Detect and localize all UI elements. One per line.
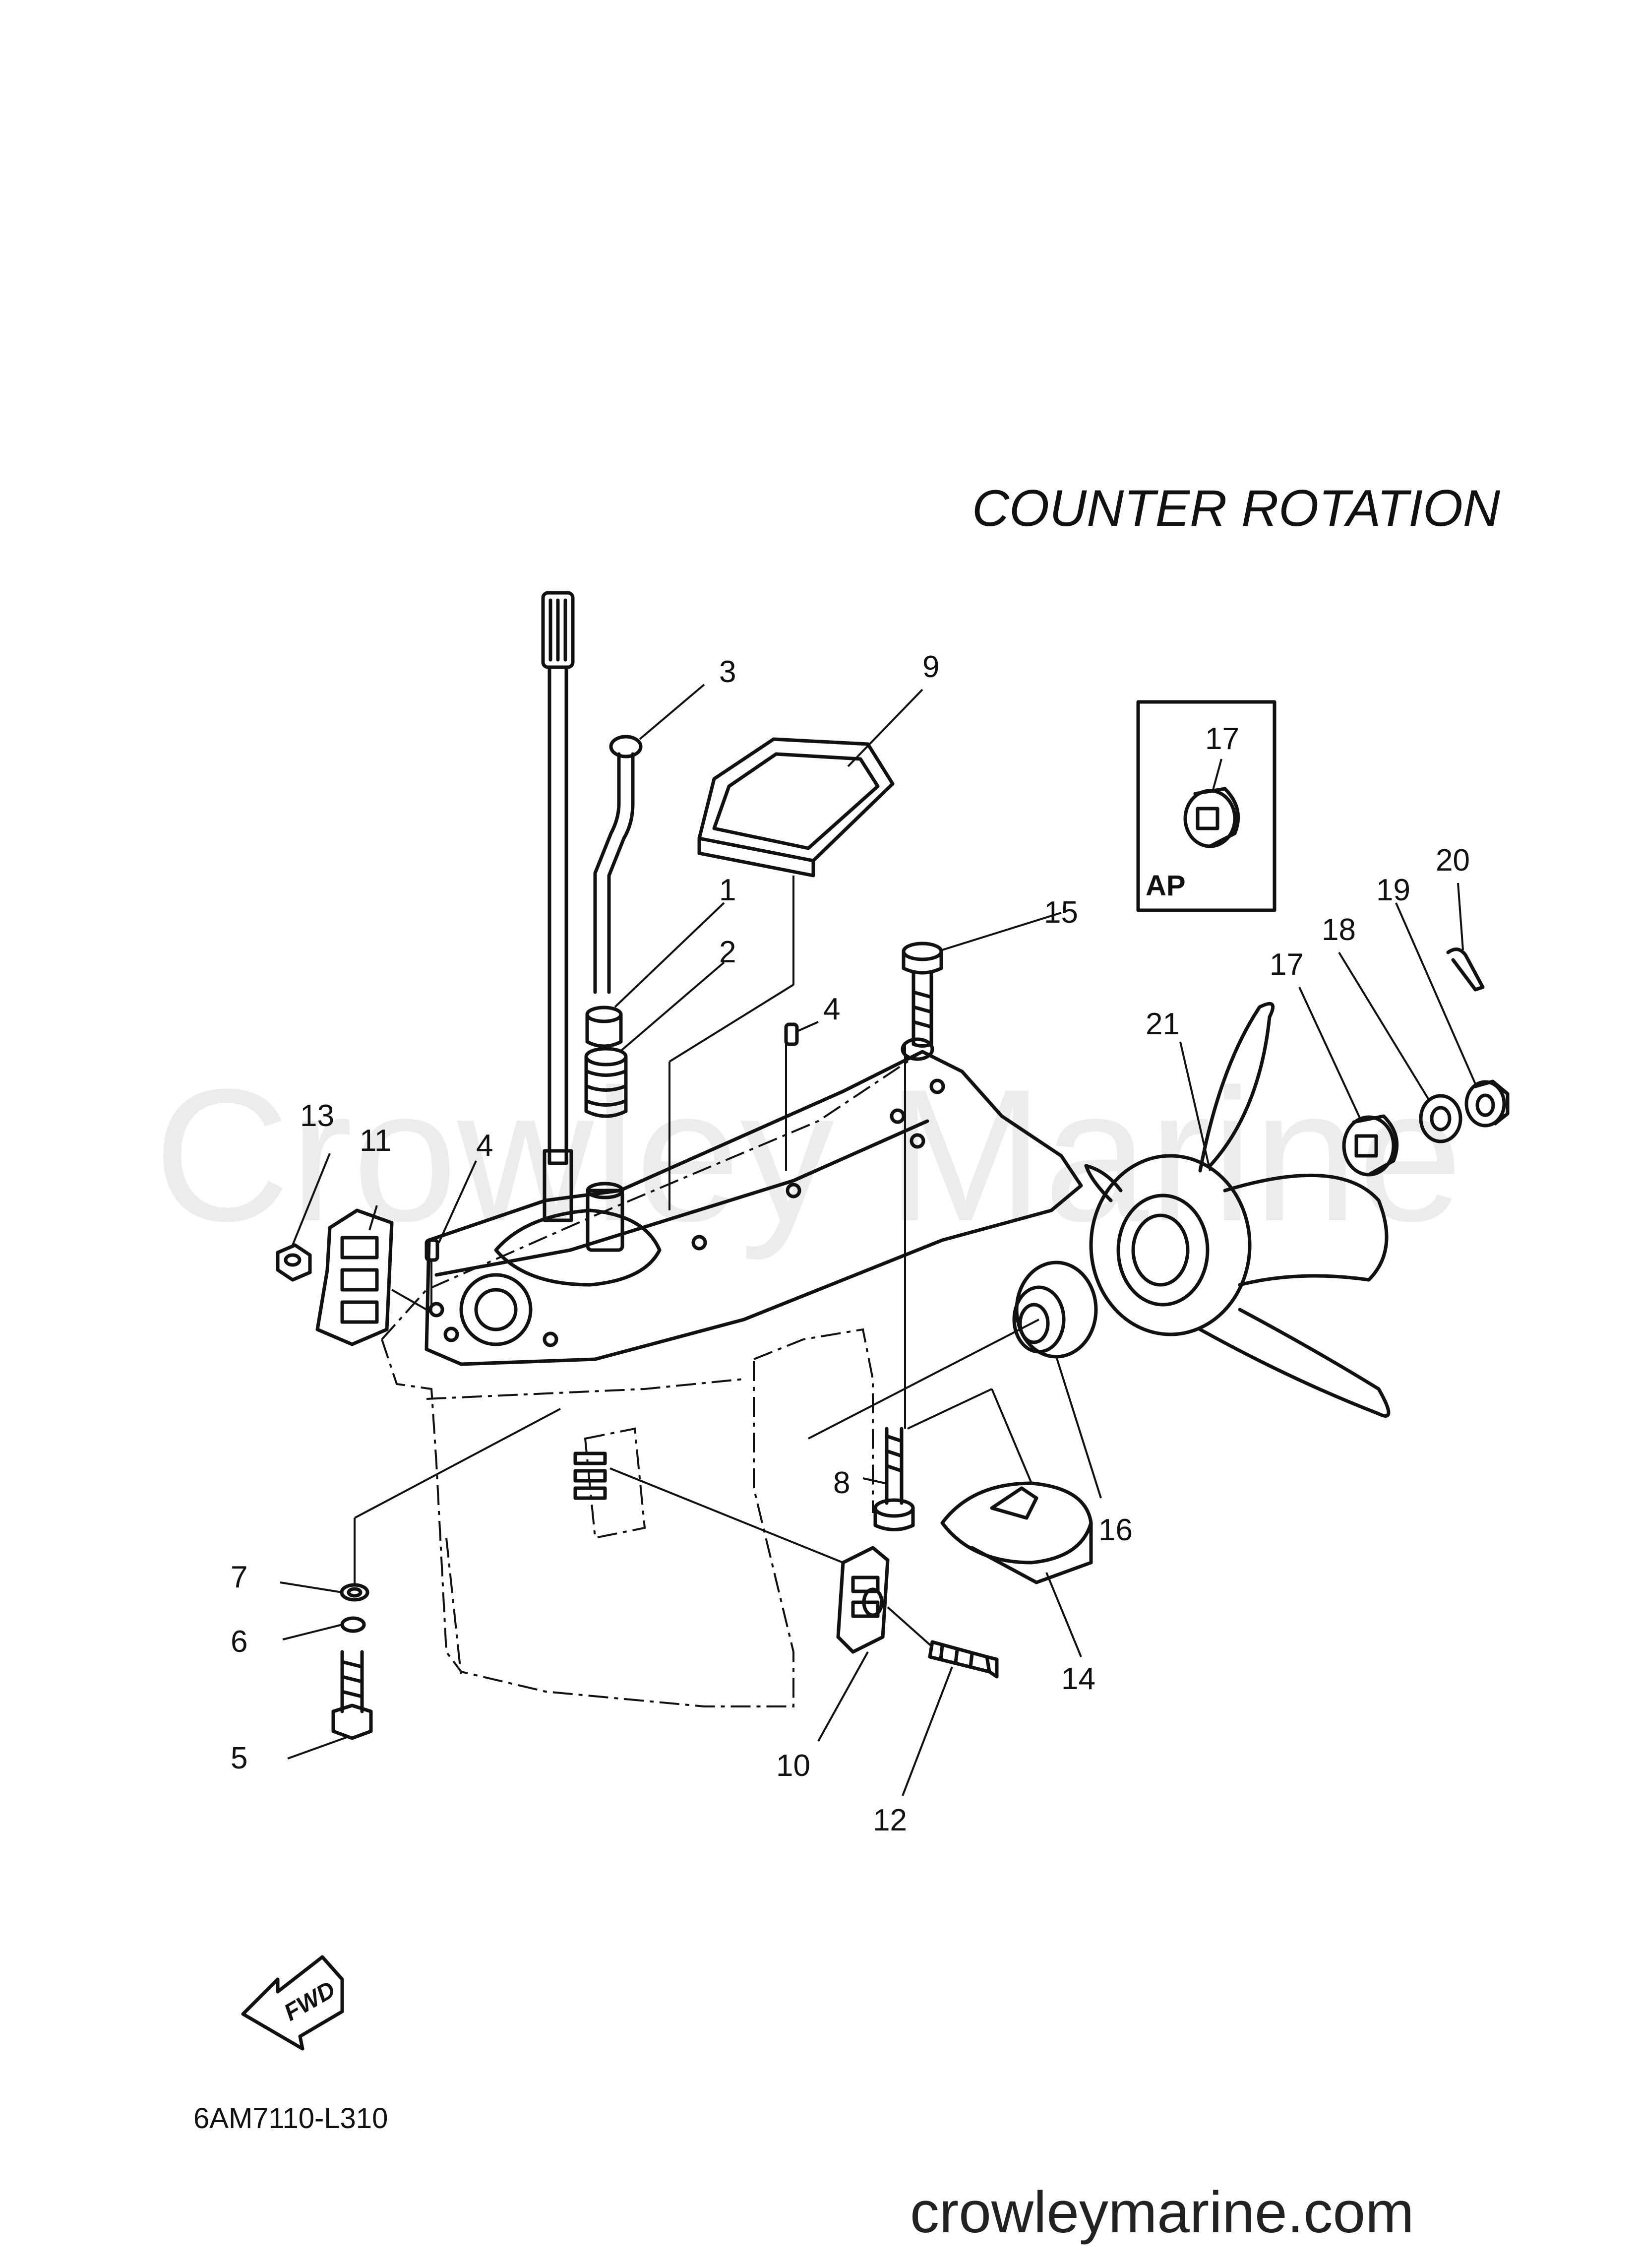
water-tube-assembly xyxy=(584,735,643,1118)
callout-4a: 4 xyxy=(823,992,840,1026)
callout-8: 8 xyxy=(833,1466,850,1500)
footer-url: crowleymarine.com xyxy=(910,2180,1414,2245)
callout-14: 14 xyxy=(1061,1662,1095,1696)
watermark: Crowley Marine xyxy=(154,1050,1463,1261)
nut-13 xyxy=(276,1243,312,1282)
lower-casing xyxy=(425,1037,1083,1366)
callout-9: 9 xyxy=(922,650,939,684)
spring-washer-6 xyxy=(340,1616,366,1633)
callout-5: 5 xyxy=(231,1741,247,1775)
callout-21: 21 xyxy=(1146,1007,1180,1041)
fwd-arrow: FWD xyxy=(241,1955,344,2051)
trim-tab-anode-14 xyxy=(940,1481,1093,1584)
washer-18 xyxy=(1419,1094,1462,1143)
screw-12 xyxy=(928,1640,999,1679)
thrust-bushing-16 xyxy=(1012,1260,1098,1359)
bolt-5 xyxy=(331,1650,373,1740)
callout-4b: 4 xyxy=(476,1129,493,1163)
bolt-8 xyxy=(873,1427,915,1531)
callout-10: 10 xyxy=(776,1749,810,1783)
propeller-21 xyxy=(1084,1002,1391,1418)
callout-6: 6 xyxy=(231,1625,247,1659)
callout-1: 1 xyxy=(719,873,736,907)
gearcase-outline xyxy=(381,1051,923,1707)
anode-11 xyxy=(315,1208,394,1346)
gasket xyxy=(697,737,895,878)
callout-15: 15 xyxy=(1044,895,1078,930)
diagram-title: COUNTER ROTATION xyxy=(972,480,1501,537)
callout-11: 11 xyxy=(360,1124,391,1158)
callout-18: 18 xyxy=(1322,913,1356,947)
ap-inset: AP xyxy=(1136,700,1276,912)
anode-10 xyxy=(836,1546,890,1654)
callout-labels: 1 2 3 4 4 5 6 7 8 9 10 11 12 13 14 15 16… xyxy=(231,650,1470,1837)
callout-12: 12 xyxy=(873,1803,907,1837)
diagram-code: 6AM7110-L310 xyxy=(193,2102,388,2135)
leader-lines xyxy=(280,684,1476,1796)
ap-label: AP xyxy=(1146,870,1186,902)
callout-16: 16 xyxy=(1098,1513,1133,1547)
callout-2: 2 xyxy=(719,935,736,969)
callout-17-inset: 17 xyxy=(1205,722,1239,756)
prop-nut-19 xyxy=(1464,1079,1510,1128)
casing-anode-pocket xyxy=(573,1451,607,1500)
bolt-15 xyxy=(902,942,943,1048)
callout-7: 7 xyxy=(231,1560,247,1594)
callout-3: 3 xyxy=(719,655,736,689)
callout-17: 17 xyxy=(1270,947,1304,982)
callout-19: 19 xyxy=(1376,873,1410,907)
spacer-17 xyxy=(1342,1114,1399,1177)
callout-13: 13 xyxy=(300,1099,334,1133)
cotter-pin-20 xyxy=(1446,947,1485,992)
drive-shaft xyxy=(541,591,575,1222)
callout-20: 20 xyxy=(1436,843,1470,878)
washer-7 xyxy=(340,1583,369,1602)
